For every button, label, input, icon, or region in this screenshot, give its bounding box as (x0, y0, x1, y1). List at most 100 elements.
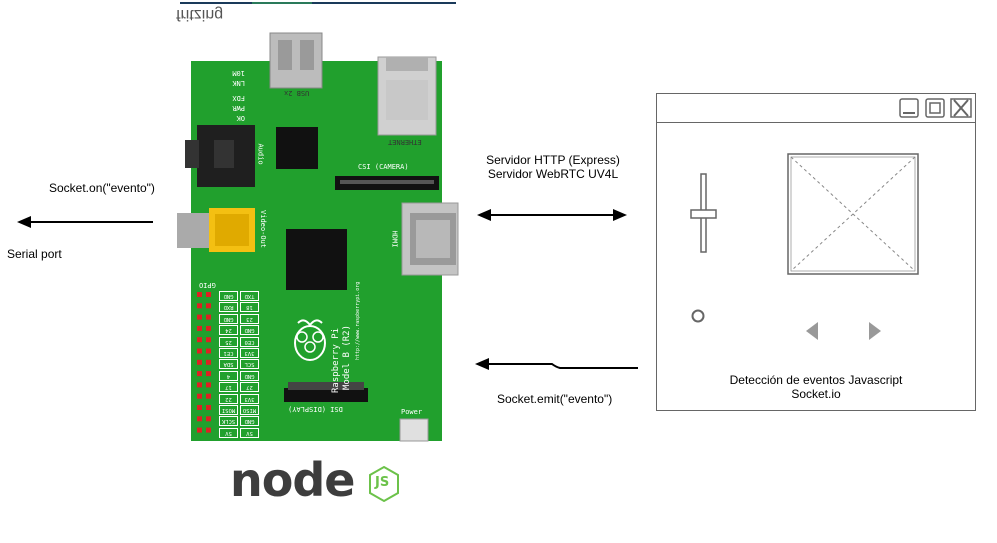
gpio-pin (206, 382, 211, 388)
gpio-pin-label: SDA (219, 359, 238, 370)
gpio-pin (197, 325, 202, 331)
gpio-pin (197, 359, 202, 365)
audio-label: Audio (256, 143, 265, 165)
gpio-pin-label: SCL (240, 359, 259, 370)
gpio-pin-label: 5V (219, 427, 238, 438)
gpio-pin-label: 22 (219, 393, 238, 404)
website-label: http://www.raspberrypi.org (355, 281, 361, 360)
led-labels: 10M LNK FDX PWR OK (205, 67, 245, 122)
ethernet-label: ETHERNET (388, 138, 422, 146)
dsi-label: DSI (DISPLAY) (288, 405, 343, 413)
gpio-pin (206, 393, 211, 399)
csi-label: CSI (CAMERA) (358, 163, 409, 171)
gpio-pin-label: MISO (240, 405, 259, 415)
gpio-pin (206, 427, 211, 433)
gpio-pin (197, 314, 202, 320)
gpio-pin (206, 359, 211, 365)
gpio-pin (197, 348, 202, 354)
gpio-pin-label: 4 (219, 370, 238, 381)
fritzing-label: fritzing (176, 6, 224, 23)
video-out-label: Video-Out (258, 210, 267, 248)
maximize-icon[interactable] (925, 98, 945, 118)
server-label: Servidor HTTP (Express) Servidor WebRTC … (478, 153, 628, 181)
gpio-pin-label: GND (219, 313, 238, 324)
gpio-pin (197, 405, 202, 410)
hdmi-label: HDMI (390, 230, 399, 248)
gpio-pin-label: CE1 (219, 348, 238, 358)
radio-button[interactable] (690, 308, 706, 324)
minimize-icon[interactable] (899, 98, 919, 118)
socket-emit-label: Socket.emit("evento") (497, 392, 613, 406)
server-label-http: Servidor HTTP (Express) (486, 153, 620, 167)
gpio-pin (197, 371, 202, 377)
gpio-pin (197, 416, 202, 422)
bidirectional-arrow (477, 209, 627, 221)
browser-caption-line1: Detección de eventos Javascript (729, 373, 903, 387)
gpio-pin (206, 405, 211, 410)
model-line1: Raspberry Pi (331, 327, 341, 393)
js-badge-text: JS (375, 475, 390, 490)
led-label-fdx: FDX (232, 94, 245, 102)
gpio-pin (206, 371, 211, 377)
gpio-pin-label: 5V (240, 427, 259, 438)
usb-label: USB 2x (284, 89, 310, 97)
browser-caption-line2: Socket.io (791, 387, 841, 401)
gpio-pin (197, 303, 202, 309)
serial-port-label: Serial port (7, 247, 62, 261)
arrow-to-serial (17, 216, 153, 228)
led-label-10m: 10M (232, 69, 245, 77)
gpio-pin-label: 17 (219, 382, 238, 393)
gpio-pin-label: CE0 (240, 336, 259, 347)
gpio-pin-label: 23 (240, 313, 259, 324)
gpio-pin (197, 337, 202, 343)
gpio-pin (206, 348, 211, 354)
gpio-pin (197, 382, 202, 388)
gpio-pin (206, 303, 211, 309)
gpio-label: GPIO (199, 281, 216, 289)
gpio-pin (206, 292, 211, 297)
gpio-pin (206, 337, 211, 343)
previous-arrow-icon[interactable] (804, 321, 820, 341)
close-icon[interactable] (950, 98, 972, 118)
gpio-pin (197, 393, 202, 399)
gpio-pin-label: 24 (219, 325, 238, 336)
led-label-pwr: PWR (232, 104, 245, 112)
gpio-pin (197, 292, 202, 297)
browser-caption: Detección de eventos Javascript Socket.i… (657, 373, 975, 401)
gpio-pin-label: 27 (240, 382, 259, 393)
gpio-pin-label: GND (240, 416, 259, 427)
gpio-pin-label: 18 (240, 302, 259, 313)
js-hexagon-icon (369, 466, 399, 502)
led-label-lnk: LNK (232, 79, 245, 87)
gpio-pin-label: GND (219, 291, 238, 301)
gpio-pin (206, 416, 211, 422)
gpio-pin-label: 3V3 (240, 348, 259, 358)
gpio-pin-label: 25 (219, 336, 238, 347)
gpio-pin-label: SCLK (219, 416, 238, 427)
next-arrow-icon[interactable] (867, 321, 883, 341)
nodejs-logo: node JS (230, 452, 410, 508)
gpio-pin (206, 314, 211, 320)
server-label-webrtc: Servidor WebRTC UV4L (487, 167, 619, 181)
gpio-pin-label: RXD (219, 302, 238, 313)
gpio-pin (197, 427, 202, 433)
gpio-pin-label: TXD (240, 291, 259, 301)
arrow-socket-emit (475, 358, 638, 370)
model-line2: Model B (R2) (342, 324, 352, 390)
led-label-ok: OK (236, 114, 245, 122)
gpio-pin-label: GND (240, 325, 259, 336)
gpio-pin-label: GND (240, 370, 259, 381)
gpio-header (195, 290, 213, 440)
gpio-pin-label: 3V3 (240, 393, 259, 404)
gpio-pin-label: MOSI (219, 405, 238, 415)
window-titlebar (657, 94, 975, 123)
vertical-slider[interactable] (689, 172, 719, 256)
power-label: Power (401, 408, 423, 416)
browser-window: Detección de eventos Javascript Socket.i… (656, 93, 976, 411)
raspberry-pi-board: fritzing 10M LNK FDX PWR OK USB 2x ETHER… (172, 0, 462, 445)
node-wordmark: node (230, 453, 355, 507)
socket-on-label: Socket.on("evento") (49, 181, 155, 195)
gpio-pin (206, 325, 211, 331)
image-placeholder (787, 153, 919, 275)
